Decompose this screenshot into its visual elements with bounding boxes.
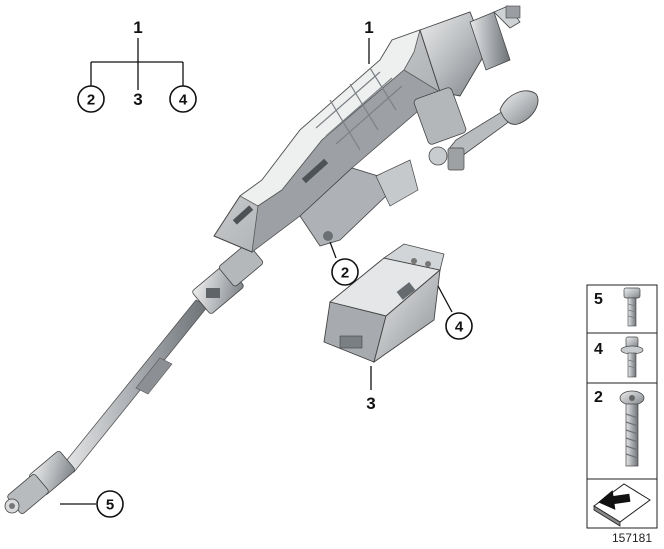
screw-icon xyxy=(619,390,645,467)
lower-universal-joint xyxy=(4,451,75,514)
legend-child-label-2: 2 xyxy=(87,92,95,109)
legend-child-label-3: 3 xyxy=(133,90,142,109)
steering-column-illustration xyxy=(4,5,539,514)
column-upper-section xyxy=(413,11,487,166)
washer-bolt-icon xyxy=(620,336,644,378)
legend-tree: 1 2 3 4 xyxy=(77,18,197,113)
callout-label-4: 4 xyxy=(455,319,464,336)
shaft-sleeve xyxy=(135,357,173,395)
image-id: 157181 xyxy=(612,531,652,545)
callouts: 1 2 4 3 5 xyxy=(60,18,473,518)
callout-label-5: 5 xyxy=(106,497,114,514)
callout-label-3: 3 xyxy=(366,394,375,413)
callout-circle-5 xyxy=(96,490,124,518)
callout-label-2: 2 xyxy=(341,265,349,282)
hardware-side-panel: 5 4 2 xyxy=(586,284,658,529)
arrow-sheet-icon xyxy=(593,483,651,527)
callout-label-1: 1 xyxy=(364,18,373,37)
side-item-label-5: 5 xyxy=(594,291,603,308)
legend-circle-2 xyxy=(77,85,105,113)
side-item-label-2: 2 xyxy=(594,389,603,406)
bolt-icon xyxy=(623,287,641,327)
legend-circle-4 xyxy=(169,85,197,113)
steering-spindle xyxy=(469,5,521,71)
callout-circle-4 xyxy=(445,312,473,340)
adjustment-lever xyxy=(447,90,539,171)
legend-root-label: 1 xyxy=(133,18,142,37)
callout-circle-2 xyxy=(331,258,359,286)
legend-child-label-4: 4 xyxy=(179,92,188,109)
side-item-label-4: 4 xyxy=(594,341,603,358)
column-bracket xyxy=(299,159,419,247)
upper-universal-joint xyxy=(192,243,264,314)
column-lattice xyxy=(315,67,403,151)
intermediate-shaft xyxy=(61,299,209,473)
control-unit-part-3 xyxy=(323,243,445,364)
